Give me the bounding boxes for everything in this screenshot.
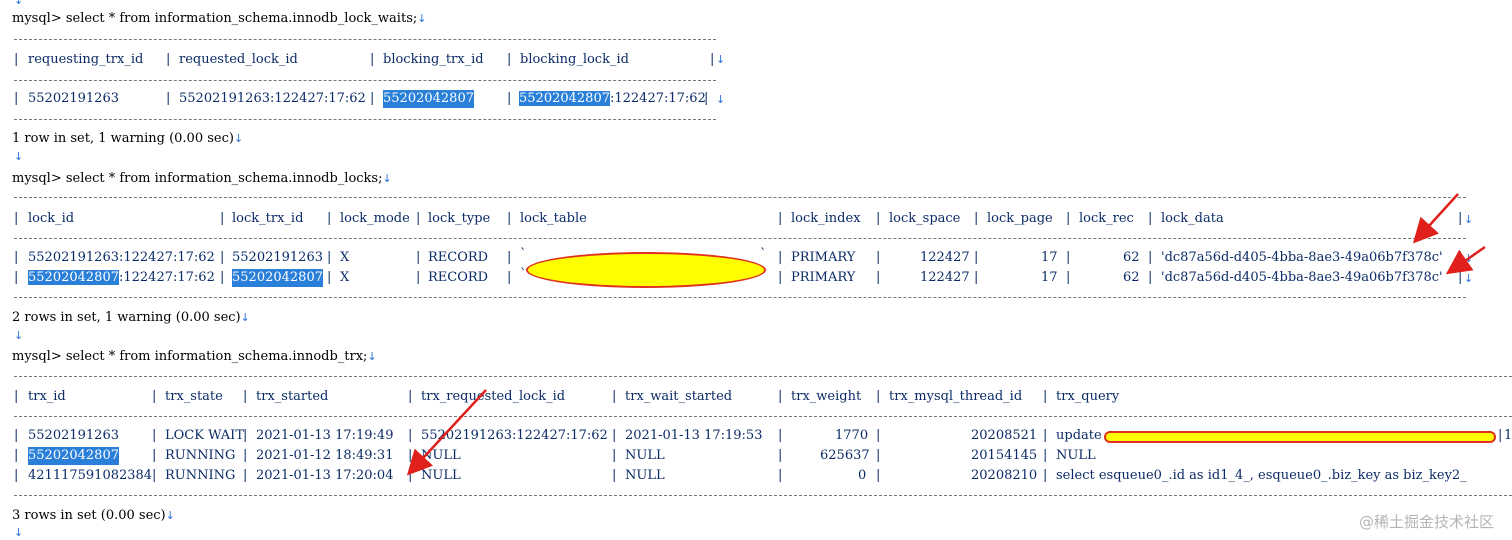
column-header: lock_data	[1161, 211, 1224, 226]
cell-lock-space: 122427	[920, 270, 970, 285]
cell-trx-query: update	[1056, 428, 1102, 443]
cell-trx-requested-lock-id: NULL	[421, 468, 461, 483]
column-header: lock_id	[28, 211, 75, 226]
cell-trx-thread-id: 20154145	[971, 448, 1038, 463]
cell-trx-started: 2021-01-12 18:49:31	[256, 448, 394, 463]
status-line-1: 1 row in set, 1 warning (0.00 sec)↓	[12, 131, 244, 146]
table-border	[14, 297, 1466, 298]
cell-lock-type: RECORD	[428, 270, 489, 285]
column-header: trx_wait_started	[625, 389, 733, 404]
return-glyph: ↓	[14, 150, 24, 163]
cell-trx-requested-lock-id: NULL	[421, 448, 461, 463]
cell-lock-type: RECORD	[428, 250, 489, 265]
cell-trx-weight: 625637	[820, 448, 870, 463]
cell-trx-state: LOCK WAIT	[165, 428, 244, 443]
cell-trx-id: 421117591082384	[28, 468, 153, 483]
cell-lock-mode: X	[340, 270, 350, 285]
column-header: trx_requested_lock_id	[421, 389, 566, 404]
cell-lock-rec: 62	[1123, 250, 1140, 265]
cell-trx-started: 2021-01-13 17:19:49	[256, 428, 394, 443]
column-header: blocking_lock_id	[520, 52, 629, 67]
command-line-2: mysql> select * from information_schema.…	[12, 171, 392, 186]
column-header: requested_lock_id	[179, 52, 298, 67]
cell-trx-query: select esqueue0_.id as id1_4_, esqueue0_…	[1056, 468, 1467, 483]
cell-lock-index: PRIMARY	[791, 270, 856, 285]
table-border	[14, 238, 1466, 239]
cell-lock-page: 17	[1041, 270, 1058, 285]
cell-trx-wait-started: NULL	[625, 448, 665, 463]
return-glyph: ↓	[14, 0, 24, 7]
table-border	[14, 495, 1512, 496]
return-glyph: ↓	[417, 12, 427, 25]
cell-requested-lock-id: 55202191263:122427:17:62	[179, 91, 366, 106]
column-header: lock_mode	[340, 211, 410, 226]
status-line-2: 2 rows in set, 1 warning (0.00 sec)↓	[12, 310, 250, 325]
redaction-mark	[526, 252, 766, 288]
column-header: trx_state	[165, 389, 223, 404]
watermark: @稀土掘金技术社区	[1358, 513, 1494, 531]
cell-lock-index: PRIMARY	[791, 250, 856, 265]
status-line-3: 3 rows in set (0.00 sec)↓	[12, 508, 175, 523]
cell-trx-thread-id: 20208210	[971, 468, 1038, 483]
table-border	[14, 80, 716, 81]
cell-trx-state: RUNNING	[165, 448, 236, 463]
table-border	[14, 197, 1466, 198]
cell-blocking-lock-id: 55202042807:122427:17:62	[519, 91, 706, 106]
cell-trx-query: NULL	[1056, 448, 1096, 463]
column-header: trx_query	[1056, 389, 1120, 404]
return-glyph: ↓	[14, 526, 24, 539]
column-header: trx_mysql_thread_id	[889, 389, 1023, 404]
column-header: lock_trx_id	[232, 211, 304, 226]
cell-trx-weight: 0	[858, 468, 867, 483]
cell-trx-started: 2021-01-13 17:20:04	[256, 468, 394, 483]
redaction-mark	[1104, 431, 1496, 443]
column-header: lock_index	[791, 211, 861, 226]
arrow-icon	[1412, 193, 1459, 244]
cell-requesting-trx-id: 55202191263	[28, 91, 119, 106]
cell-lock-trx-id: 55202191263	[232, 250, 323, 265]
cell-lock-rec: 62	[1123, 270, 1140, 285]
return-glyph: ↓	[716, 93, 726, 106]
column-header: lock_type	[428, 211, 491, 226]
cell-trx-id: 55202191263	[28, 428, 119, 443]
column-header: trx_weight	[791, 389, 862, 404]
cell-trx-id[interactable]: 55202042807	[28, 447, 119, 465]
cell-trx-thread-id: 20208521	[971, 428, 1038, 443]
command-line-1: mysql> select * from information_schema.…	[12, 10, 426, 28]
column-header: lock_space	[889, 211, 961, 226]
return-glyph: ↓	[716, 53, 726, 66]
cell-trx-wait-started: 2021-01-13 17:19:53	[625, 428, 763, 443]
table-border	[14, 416, 1512, 417]
column-header: requesting_trx_id	[28, 52, 144, 67]
cell-trx-requested-lock-id: 55202191263:122427:17:62	[421, 428, 608, 443]
cell-lock-id: 55202042807:122427:17:62	[28, 270, 215, 285]
cell-lock-space: 122427	[920, 250, 970, 265]
cell-lock-data: 'dc87a56d-d405-4bba-8ae3-49a06b7f378c'	[1161, 250, 1443, 265]
column-header: lock_table	[520, 211, 587, 226]
column-header: trx_id	[28, 389, 66, 404]
cell-trx-weight: 1770	[835, 428, 869, 443]
cell-trx-wait-started: NULL	[625, 468, 665, 483]
table-border	[14, 119, 716, 120]
cell-lock-trx-id[interactable]: 55202042807	[232, 269, 323, 287]
command-line-3: mysql> select * from information_schema.…	[12, 349, 377, 364]
cell-lock-data: 'dc87a56d-d405-4bba-8ae3-49a06b7f378c'	[1161, 270, 1443, 285]
table-border	[14, 39, 716, 40]
cell-lock-page: 17	[1041, 250, 1058, 265]
command-text: mysql> select * from information_schema.…	[12, 11, 418, 26]
column-header: trx_started	[256, 389, 329, 404]
cell-lock-mode: X	[340, 250, 350, 265]
return-glyph: ↓	[14, 329, 24, 342]
column-header: lock_page	[987, 211, 1053, 226]
cell-blocking-trx-id[interactable]: 55202042807	[383, 90, 474, 108]
table-border	[14, 376, 1512, 377]
cell-trx-state: RUNNING	[165, 468, 236, 483]
column-header: blocking_trx_id	[383, 52, 484, 67]
column-header: lock_rec	[1079, 211, 1134, 226]
cell-lock-id: 55202191263:122427:17:62	[28, 250, 215, 265]
